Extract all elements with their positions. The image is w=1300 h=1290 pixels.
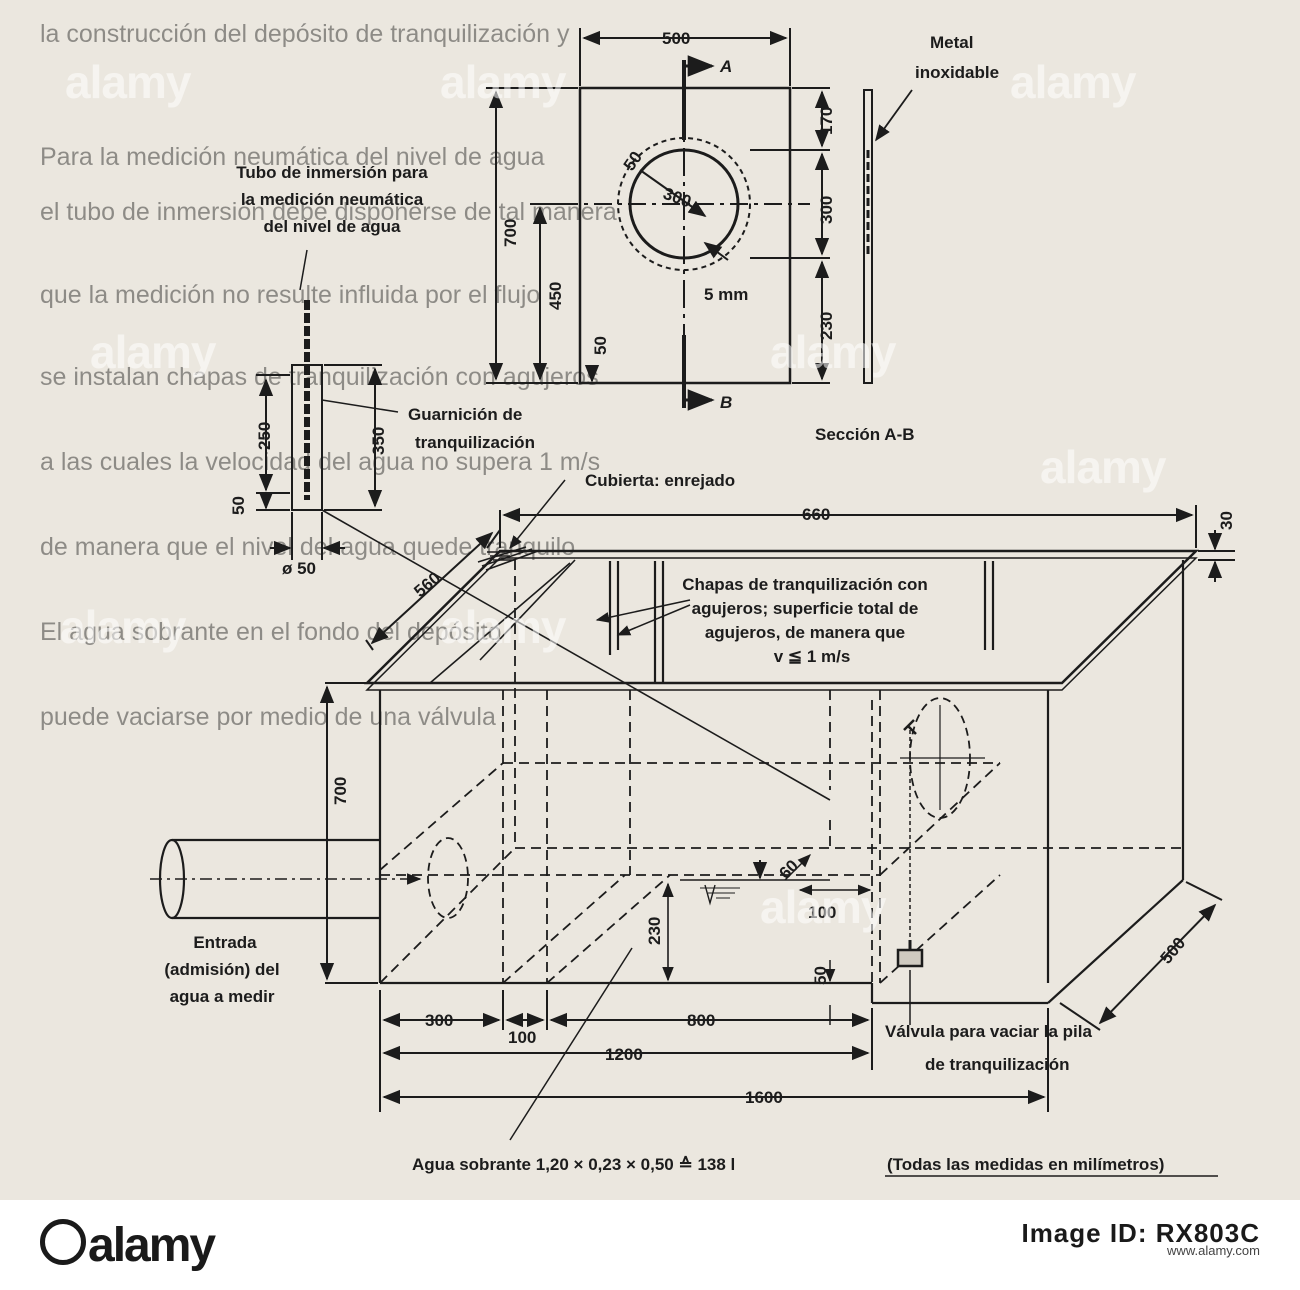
dip-tube-caption-3: del nivel de agua (264, 217, 402, 236)
total-1200-label: 1200 (605, 1045, 643, 1064)
alamy-logo: alamy (40, 1218, 216, 1273)
seg-100-label: 100 (508, 1028, 536, 1047)
baffles-label-4: v ≦ 1 m/s (774, 647, 851, 666)
watermark: alamy (440, 56, 566, 108)
material-leader (875, 89, 913, 142)
section-plate (863, 89, 873, 384)
width-100-label: 100 (808, 903, 836, 922)
site-url[interactable]: www.alamy.com (1167, 1243, 1260, 1258)
surplus-label: Agua sobrante 1,20 × 0,23 × 0,50 ≙ 138 l (412, 1155, 735, 1174)
watermark: alamy (65, 56, 191, 108)
watermark: alamy (440, 601, 566, 653)
watermark: alamy (760, 881, 886, 933)
logo-mark-icon (40, 1219, 86, 1265)
valve-label-1: Válvula para vaciar la pila (885, 1022, 1093, 1041)
baffles-label-1: Chapas de tranquilización con (682, 575, 928, 594)
seg-300-label: 300 (425, 1011, 453, 1030)
inlet-label-1: Entrada (193, 933, 257, 952)
hidden-edges (379, 560, 1183, 984)
scanned-page: la construcción del depósito de tranquil… (40, 20, 1236, 1177)
dip-tube-caption-2: la medición neumática (241, 190, 424, 209)
technical-drawing: 500 A B 700 450 50 300 50 5 mm 170 300 2… (150, 28, 1236, 1177)
dim-bottom-label: 230 (817, 312, 836, 340)
rim-height-label: 30 (1217, 511, 1236, 530)
watermark: alamy (770, 326, 896, 378)
hole-diameter-label: 300 (661, 184, 694, 212)
tube-dim-50: 50 (229, 496, 248, 515)
inlet-label-2: (admisión) del (164, 960, 279, 979)
material-label-line-2: inoxidable (915, 63, 999, 82)
tank-depth-label: 500 (1157, 934, 1190, 968)
plate-width-label: 500 (662, 29, 690, 48)
lining-label-1: Guarnición de (408, 405, 522, 424)
brand-label: alamy (88, 1219, 216, 1272)
seg-800-label: 800 (687, 1011, 715, 1030)
lining-label-2: tranquilización (415, 433, 535, 452)
baffles-label-3: agujeros, de manera que (705, 623, 905, 642)
material-label-line-1: Metal (930, 33, 973, 52)
watermark: alamy (60, 601, 186, 653)
plate-height-label: 700 (501, 219, 520, 247)
dim-depth-560 (370, 531, 494, 645)
tank-depth-top-label: 560 (410, 568, 444, 601)
water-surface (680, 860, 830, 906)
stock-footer: alamy Image ID: RX803C www.alamy.com (0, 1200, 1300, 1290)
section-view (863, 89, 913, 384)
watermark: alamy (1010, 56, 1136, 108)
total-1600-label: 1600 (745, 1088, 783, 1107)
section-title: Sección A-B (815, 425, 915, 444)
dip-tube-caption-1: Tubo de inmersión para (236, 163, 428, 182)
center-height-label: 450 (546, 282, 565, 310)
plate-front-view (486, 28, 830, 411)
tube-position-leader (321, 509, 831, 801)
section-label-b: B (720, 393, 732, 412)
units-note: (Todas las medidas en milímetros) (887, 1155, 1164, 1174)
dim-top-label: 170 (817, 107, 836, 135)
image-id: Image ID: RX803C (1021, 1218, 1260, 1248)
gap-60-label: 60 (775, 856, 802, 883)
inlet-pipe (150, 837, 469, 920)
tube-dim-350: 350 (369, 427, 388, 455)
tank-isometric (150, 479, 1235, 1141)
valve-gap-label: 50 (811, 966, 830, 985)
dip-tube-detail (256, 249, 831, 801)
thickness-label: 5 mm (704, 285, 748, 304)
drain-valve (896, 940, 924, 1025)
baffles-label-2: agujeros; superficie total de (692, 599, 919, 618)
section-label-a: A (719, 57, 732, 76)
water-height-label: 230 (645, 917, 664, 945)
image-id-block: Image ID: RX803C www.alamy.com (1021, 1218, 1260, 1260)
inlet-label-3: agua a medir (170, 987, 275, 1006)
watermark: alamy (1040, 441, 1166, 493)
watermark: alamy (90, 326, 216, 378)
tank-height-label: 700 (331, 777, 350, 805)
baffle-plates (429, 559, 995, 684)
bottom-gap-label: 50 (591, 336, 610, 355)
cover-label: Cubierta: enrejado (585, 471, 735, 490)
dim-depth-500 (1098, 903, 1217, 1025)
tank-length-top-label: 660 (802, 505, 830, 524)
dim-hole-label: 300 (817, 196, 836, 224)
tube-dim-250: 250 (255, 422, 274, 450)
valve-label-2: de tranquilización (925, 1055, 1070, 1074)
surplus-leader (509, 947, 633, 1141)
tube-diameter-label: ø 50 (282, 559, 316, 578)
